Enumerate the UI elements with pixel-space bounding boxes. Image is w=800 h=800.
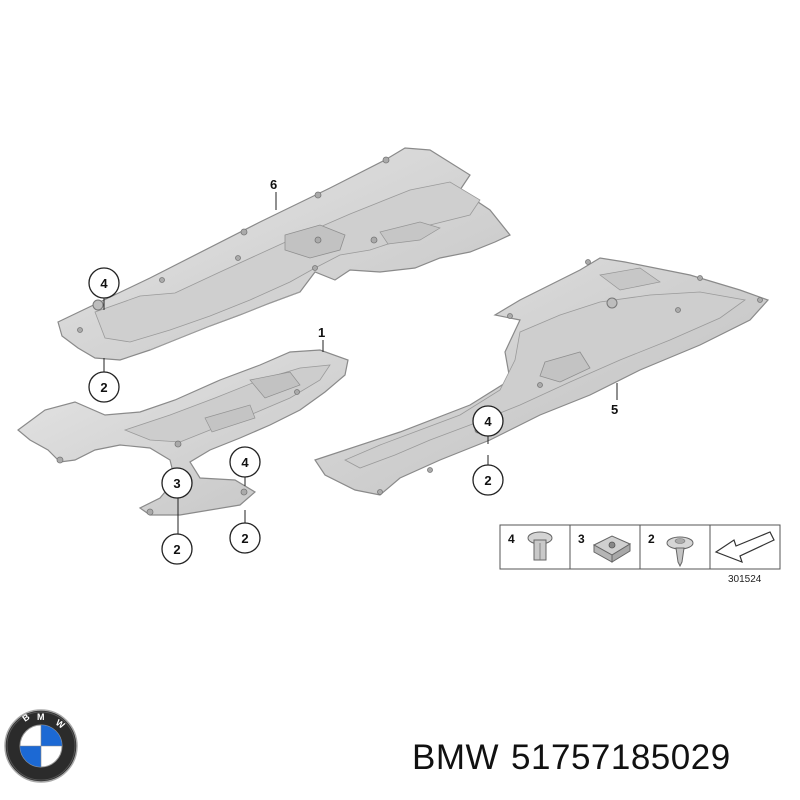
callout-4-mid-text: 4 bbox=[241, 455, 249, 470]
callout-4-right-text: 4 bbox=[484, 414, 492, 429]
svg-text:B: B bbox=[20, 711, 32, 723]
callout-2-lower-left-text: 2 bbox=[173, 542, 180, 557]
leader-lines bbox=[103, 192, 618, 535]
label-part-5: 5 bbox=[611, 402, 618, 417]
underbody-panel-5 bbox=[314, 257, 770, 496]
callout-3-text: 3 bbox=[173, 476, 180, 491]
bmw-logo: B M W bbox=[4, 709, 78, 783]
callout-2-right-text: 2 bbox=[484, 473, 491, 488]
part-number: 51757185029 bbox=[511, 738, 731, 777]
underbody-panel-1 bbox=[17, 349, 349, 516]
callout-4-mid: 4 bbox=[229, 446, 261, 478]
label-part-6: 6 bbox=[270, 177, 277, 192]
callout-2-left-text: 2 bbox=[100, 380, 107, 395]
legend-label-3: 3 bbox=[578, 532, 585, 546]
callout-3: 3 bbox=[161, 467, 193, 499]
callout-2-right: 2 bbox=[472, 464, 504, 496]
legend-label-2: 2 bbox=[648, 532, 655, 546]
callout-2-lower-right-text: 2 bbox=[241, 531, 248, 546]
callout-4-top: 4 bbox=[88, 267, 120, 299]
fastener-legend: 4 3 2 bbox=[499, 524, 781, 570]
svg-text:M: M bbox=[37, 712, 46, 722]
callout-2-left: 2 bbox=[88, 371, 120, 403]
underbody-panel-6 bbox=[57, 147, 511, 361]
callout-4-top-text: 4 bbox=[100, 276, 108, 291]
brand-name: BMW bbox=[412, 738, 500, 777]
clip-nut-icon bbox=[592, 535, 632, 563]
screw-icon bbox=[666, 536, 694, 568]
plastic-rivet-icon bbox=[527, 531, 553, 561]
callout-4-right: 4 bbox=[472, 405, 504, 437]
legend-label-4: 4 bbox=[508, 532, 515, 546]
diagram-number: 301524 bbox=[728, 574, 762, 585]
part-reference: BMW 51757185029 bbox=[412, 738, 731, 778]
callout-2-lower-right: 2 bbox=[229, 522, 261, 554]
label-part-1: 1 bbox=[318, 325, 325, 340]
callout-2-lower-left: 2 bbox=[161, 533, 193, 565]
direction-arrow-icon bbox=[714, 531, 775, 564]
svg-text:W: W bbox=[54, 717, 68, 731]
